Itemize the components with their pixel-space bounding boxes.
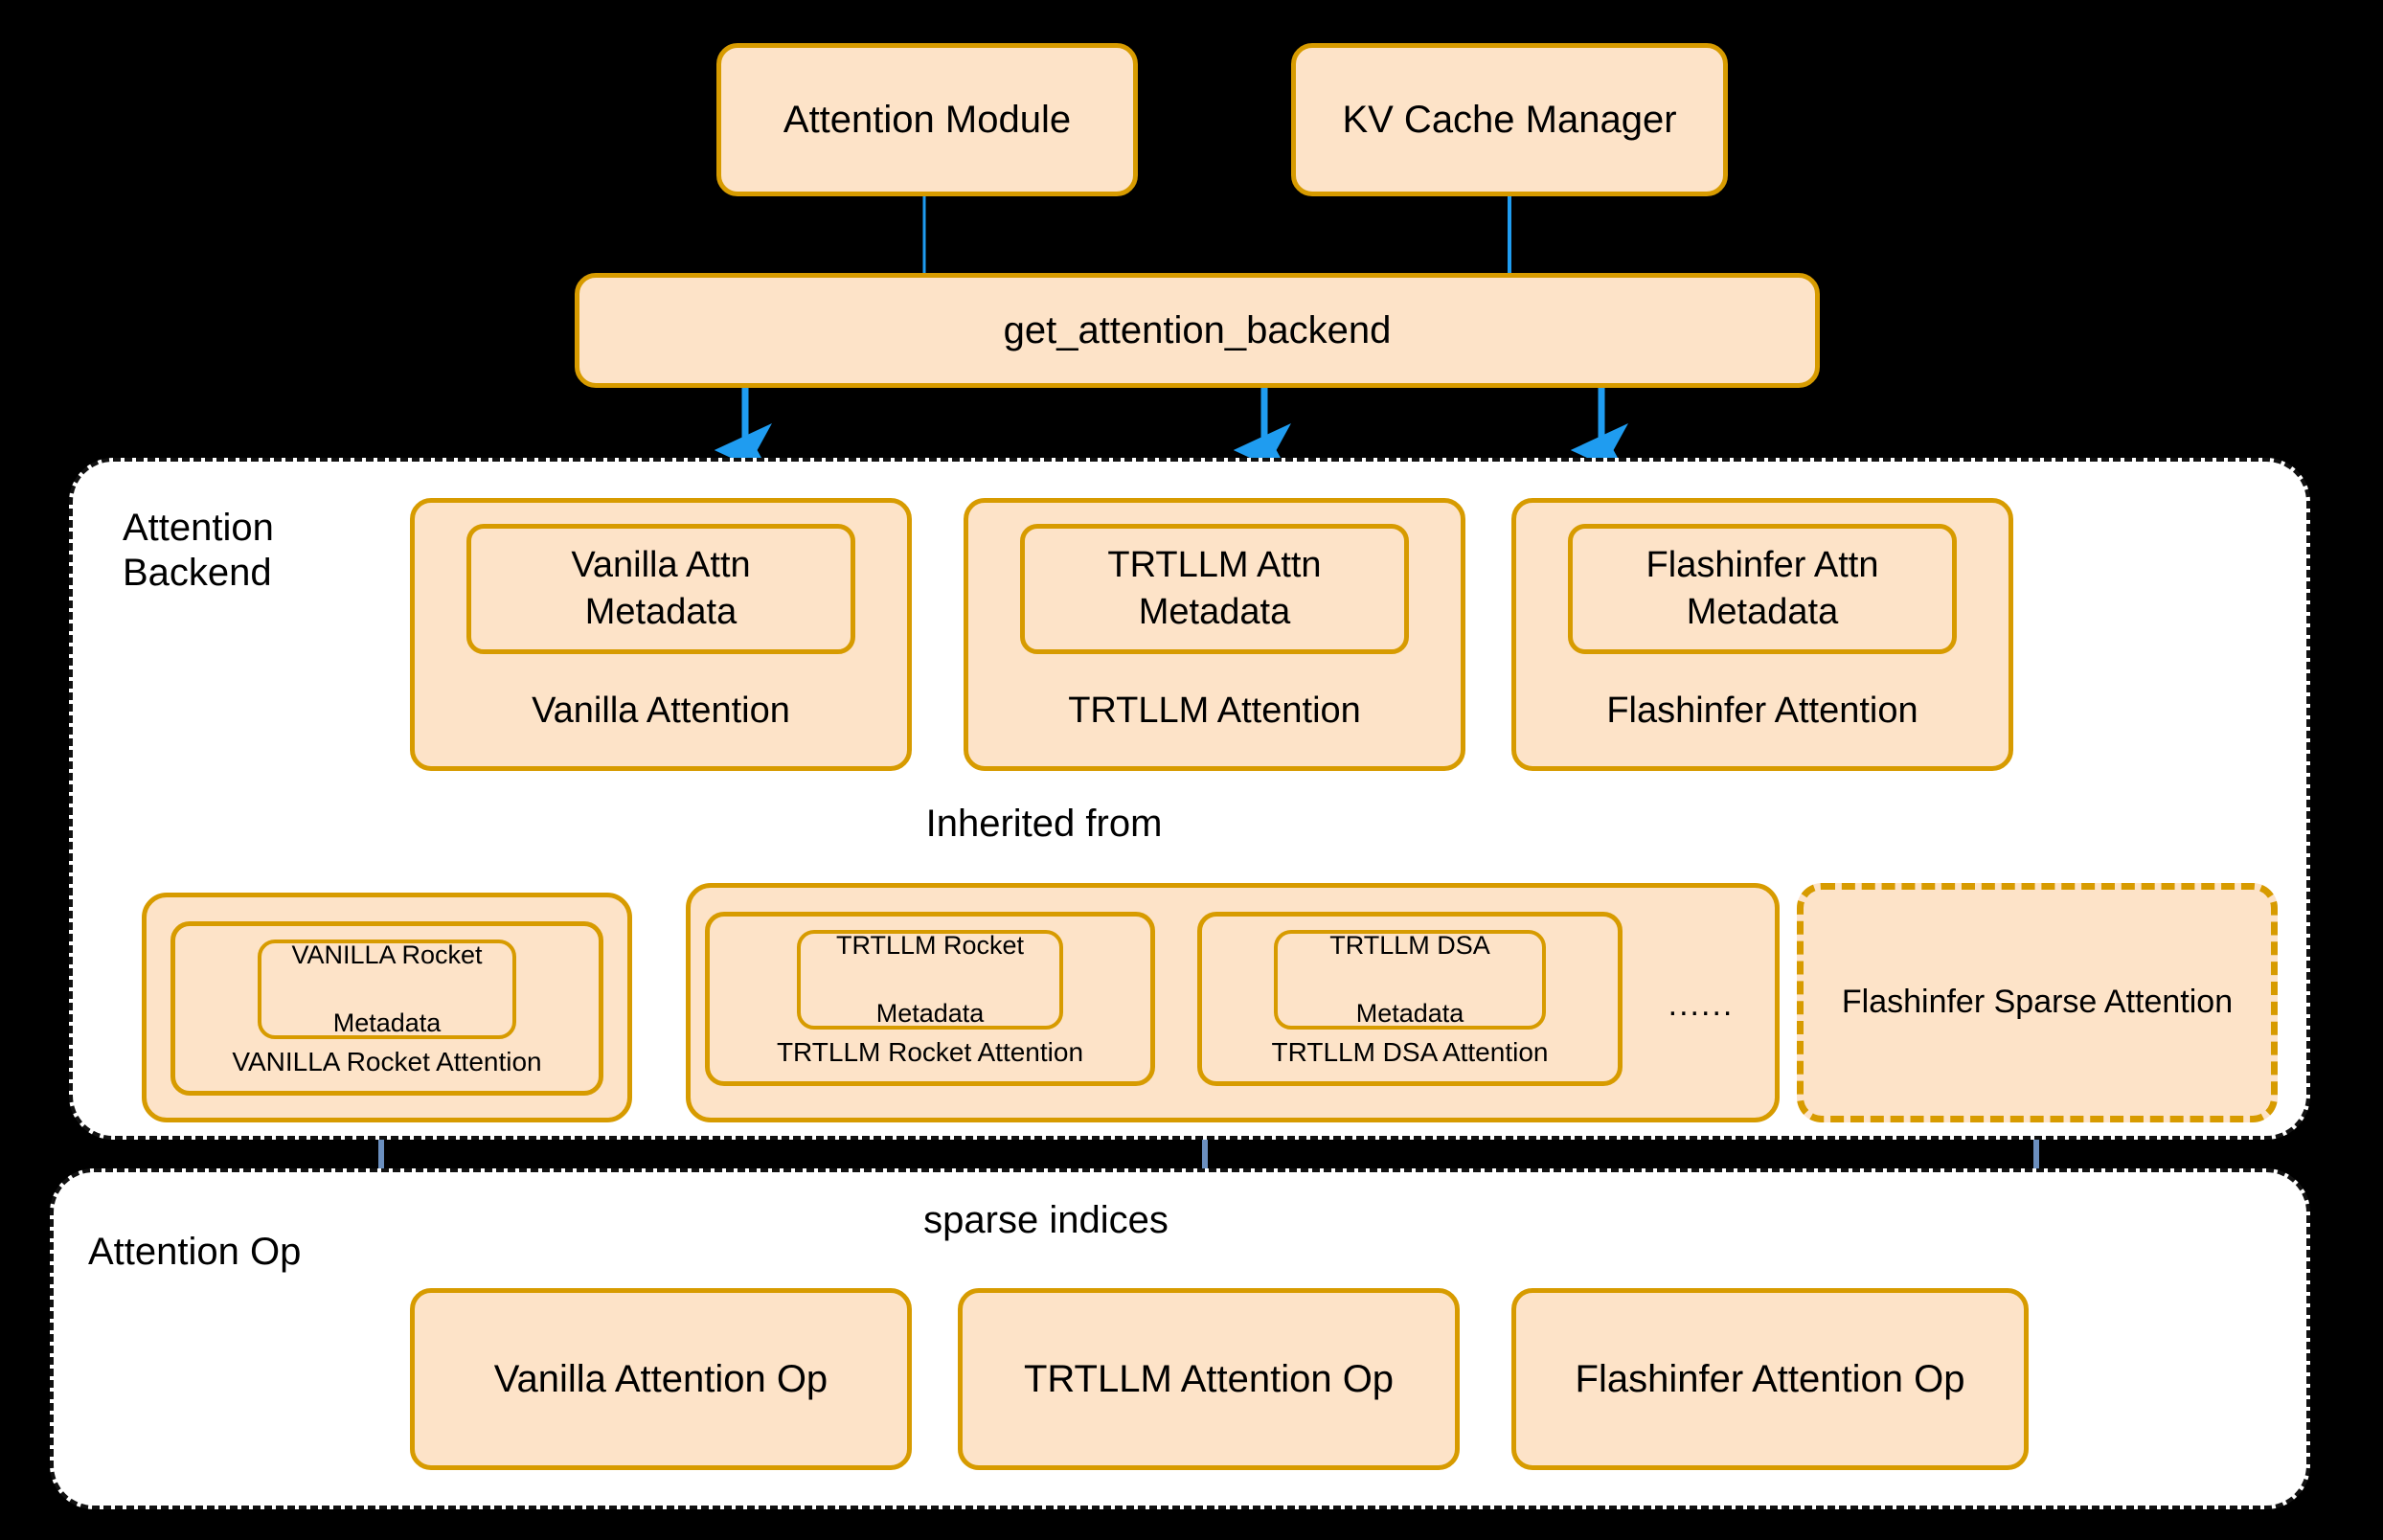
get-attention-backend-box[interactable]: get_attention_backend	[575, 273, 1820, 388]
attention-op-section-label: Attention Op	[88, 1231, 302, 1273]
attention-backend-section-label: Attention Backend	[123, 507, 274, 595]
sparse-trtllm-dsa-caption: TRTLLM DSA Attention	[1271, 1037, 1549, 1067]
backend-vanilla-metadata[interactable]: Vanilla Attn Metadata	[466, 524, 855, 654]
attention-op-vanilla[interactable]: Vanilla Attention Op	[410, 1288, 912, 1470]
sparse-indices-label: sparse indices	[923, 1199, 1169, 1241]
attention-op-trtllm-label: TRTLLM Attention Op	[1023, 1358, 1395, 1400]
sparse-vanilla-rocket-caption: VANILLA Rocket Attention	[232, 1047, 542, 1076]
get-attention-backend-label: get_attention_backend	[1003, 309, 1392, 351]
attention-op-flashinfer[interactable]: Flashinfer Attention Op	[1511, 1288, 2029, 1470]
backend-vanilla-caption: Vanilla Attention	[532, 691, 790, 731]
backend-flashinfer-caption: Flashinfer Attention	[1606, 691, 1918, 731]
backend-flashinfer-attention[interactable]: Flashinfer Attn Metadata Flashinfer Atte…	[1511, 498, 2013, 771]
attention-op-flashinfer-label: Flashinfer Attention Op	[1575, 1358, 1965, 1400]
flashinfer-sparse-attention-box[interactable]: Flashinfer Sparse Attention	[1797, 883, 2278, 1122]
sparse-trtllm-rocket-caption: TRTLLM Rocket Attention	[776, 1037, 1084, 1067]
backend-flashinfer-metadata[interactable]: Flashinfer Attn Metadata	[1568, 524, 1957, 654]
attention-op-vanilla-label: Vanilla Attention Op	[493, 1358, 828, 1400]
sparse-vanilla-rocket-metadata[interactable]: VANILLA Rocket Metadata	[258, 940, 516, 1039]
sparse-trtllm-rocket-metadata[interactable]: TRTLLM Rocket Metadata	[797, 930, 1063, 1030]
sparse-trtllm-rocket-attention[interactable]: TRTLLM Rocket Metadata TRTLLM Rocket Att…	[705, 912, 1155, 1086]
attention-op-trtllm[interactable]: TRTLLM Attention Op	[958, 1288, 1460, 1470]
attention-module-box[interactable]: Attention Module	[716, 43, 1138, 196]
flashinfer-sparse-attention-label: Flashinfer Sparse Attention	[1841, 984, 2234, 1021]
backend-trtllm-caption: TRTLLM Attention	[1068, 691, 1361, 731]
kv-cache-manager-label: KV Cache Manager	[1342, 99, 1677, 141]
backend-trtllm-attention[interactable]: TRTLLM Attn Metadata TRTLLM Attention	[964, 498, 1465, 771]
sparse-trtllm-dsa-metadata[interactable]: TRTLLM DSA Metadata	[1274, 930, 1546, 1030]
attention-module-label: Attention Module	[783, 99, 1072, 141]
backend-vanilla-attention[interactable]: Vanilla Attn Metadata Vanilla Attention	[410, 498, 912, 771]
kv-cache-manager-box[interactable]: KV Cache Manager	[1291, 43, 1728, 196]
sparse-vanilla-rocket-attention[interactable]: VANILLA Rocket Metadata VANILLA Rocket A…	[170, 921, 603, 1096]
backend-trtllm-metadata[interactable]: TRTLLM Attn Metadata	[1020, 524, 1409, 654]
sparse-trtllm-dsa-attention[interactable]: TRTLLM DSA Metadata TRTLLM DSA Attention	[1197, 912, 1623, 1086]
inherited-from-label: Inherited from	[925, 803, 1163, 845]
sparse-group-ellipsis: ......	[1668, 986, 1735, 1023]
